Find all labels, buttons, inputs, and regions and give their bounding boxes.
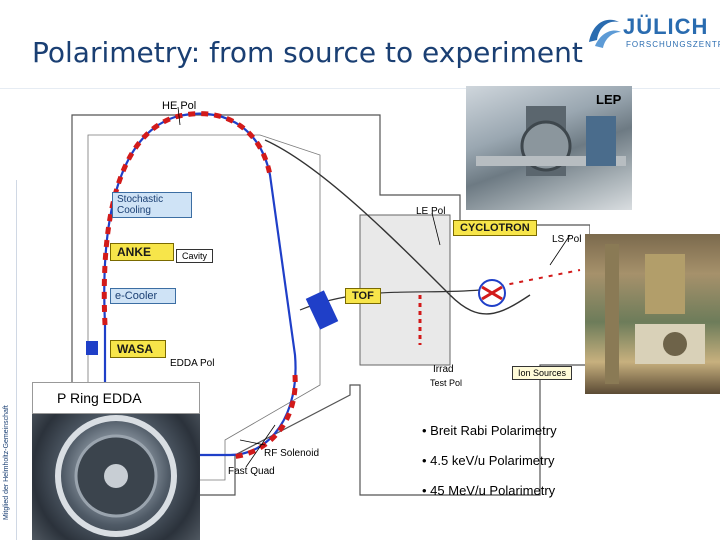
injection-beamline [264,139,531,315]
ls-pol-label: LS Pol [552,234,582,245]
ion-sources-label: Ion Sources [512,366,573,380]
stochastic-cooling-label: Stochastic Cooling [112,192,192,218]
le-pol-label: LE Pol [416,206,446,217]
p-ring-edda-label: P Ring EDDA [32,382,200,414]
logo-wordmark: JÜLICH [623,14,709,39]
vertical-caption: Mitglied der Helmholtz-Gemeinschaft [3,405,10,520]
cyclotron-label: CYCLOTRON [453,220,537,236]
ring-dipoles-bottom [229,374,298,460]
irrad-label: Irrad [433,364,454,375]
polarimetry-bullet-list: • Breit Rabi Polarimetry • 4.5 keV/u Pol… [422,416,557,506]
ion-source-beamline [479,269,581,291]
cyclotron-hall [359,214,451,366]
edda-pol-label: EDDA Pol [170,358,215,369]
slide-title: Polarimetry: from source to experiment [32,36,583,69]
cavity-label: Cavity [176,249,214,263]
julich-logo-icon [589,19,621,48]
lep-label: LEP [596,92,622,107]
tof-label: TOF [345,288,381,304]
e-cooler-label: e-Cooler [110,288,176,304]
he-pol-label: HE Pol [162,100,197,112]
bullet-item: • Breit Rabi Polarimetry [422,423,557,438]
logo-subtitle: FORSCHUNGSZENTRUM [626,40,720,49]
breit-rabi-polarimeter-photo [585,234,720,394]
rf-solenoid-label: RF Solenoid [264,448,320,459]
fast-quad-label: Fast Quad [228,466,275,477]
anke-label: ANKE [110,243,174,261]
bullet-item: • 4.5 keV/u Polarimetry [422,453,555,468]
tof-magnet [305,290,339,330]
header-divider [0,88,720,89]
ring-dipoles-top [101,111,273,326]
wasa-label: WASA [110,340,166,358]
left-sidebar-strip [0,180,17,540]
bullet-item: • 45 MeV/u Polarimetry [422,483,556,498]
lep-polarimeter-photo [466,86,632,210]
test-pol-label: Test Pol [430,378,463,388]
wasa-target [86,341,98,355]
facility-floor-plan [71,106,590,496]
building-outline [71,114,590,496]
